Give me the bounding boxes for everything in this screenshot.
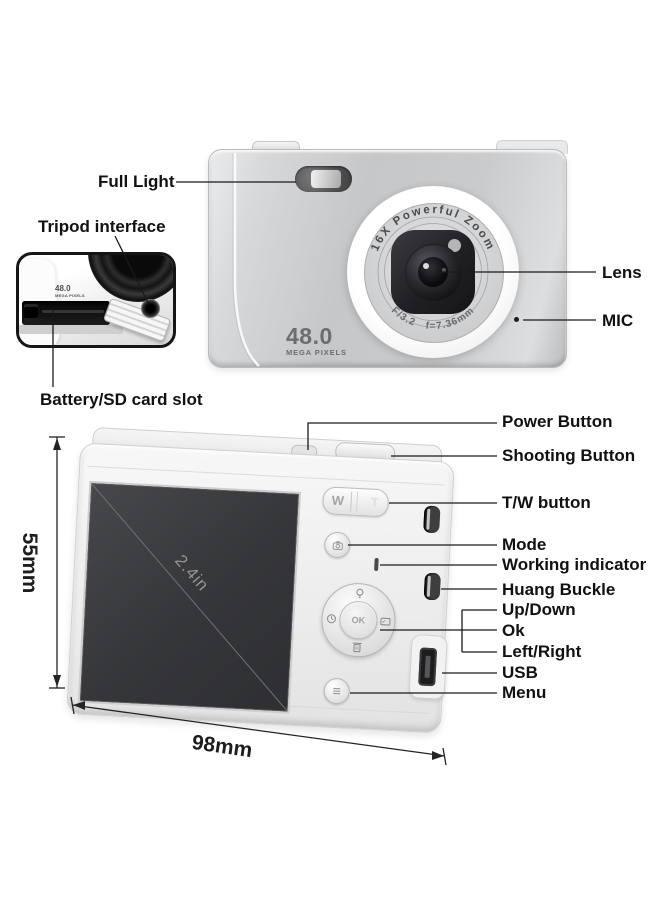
dimension-width: 98mm bbox=[190, 730, 254, 763]
dpad: OK bbox=[319, 581, 398, 660]
inset-megapixels-caption: MEGA PIXELS bbox=[55, 293, 85, 298]
timer-icon bbox=[326, 614, 337, 624]
lcd-screen: 2.4in bbox=[77, 480, 302, 714]
label-tripod-interface: Tripod interface bbox=[38, 217, 166, 236]
tw-zoom-rocker: W T bbox=[321, 486, 390, 518]
grip-seam bbox=[233, 153, 260, 367]
label-huang-buckle: Huang Buckle bbox=[502, 580, 616, 599]
label-mic: MIC bbox=[602, 311, 634, 330]
width-tick-right bbox=[442, 747, 447, 766]
menu-icon bbox=[333, 687, 341, 695]
flash-full-light bbox=[295, 166, 352, 192]
mode-icon bbox=[332, 540, 343, 550]
screen-diagonal bbox=[90, 482, 288, 712]
bottom-view-inset: 48.0 MEGA PIXELS bbox=[16, 252, 176, 348]
lens-highlight-2 bbox=[442, 268, 446, 272]
display-playback-icon bbox=[380, 617, 391, 626]
label-usb: USB bbox=[502, 663, 538, 682]
zoom-w-label: W bbox=[331, 492, 345, 509]
label-tw-button: T/W button bbox=[502, 493, 591, 512]
label-lens: Lens bbox=[602, 263, 642, 282]
camera-front-view: 16X Powerful Zoom F/3.2 f=7.36mm 48.0 ME… bbox=[208, 140, 568, 368]
trash-delete-icon bbox=[352, 642, 362, 653]
label-shooting-button: Shooting Button bbox=[502, 446, 636, 465]
label-mode: Mode bbox=[502, 535, 547, 554]
label-up-down: Up/Down bbox=[502, 600, 576, 619]
inset-bottom-edge bbox=[19, 325, 123, 334]
arrow-right bbox=[432, 751, 444, 760]
usb-panel bbox=[408, 633, 448, 700]
camera-back-view: 2.4in W T bbox=[66, 427, 455, 734]
label-ok: Ok bbox=[502, 621, 525, 640]
label-power-button: Power Button bbox=[502, 412, 613, 431]
strap-buckle-slot-bottom bbox=[423, 572, 442, 601]
arrow-down bbox=[53, 675, 61, 687]
label-working-indicator: Working indicator bbox=[502, 555, 647, 574]
ok-button: OK bbox=[338, 600, 379, 641]
megapixels-caption: MEGA PIXELS bbox=[286, 347, 347, 357]
label-battery-sd-card-slot: Battery/SD card slot bbox=[40, 390, 203, 409]
menu-button bbox=[323, 677, 351, 705]
tripod-screw-hole bbox=[141, 299, 160, 318]
grip-seam-shadow bbox=[232, 153, 257, 367]
inset-megapixels-value: 48.0 bbox=[55, 284, 71, 293]
mode-button bbox=[323, 531, 352, 559]
usb-port bbox=[418, 647, 438, 687]
working-indicator-led bbox=[374, 557, 379, 572]
screen-size-label: 2.4in bbox=[171, 551, 213, 596]
arrow-up bbox=[53, 438, 61, 450]
dimension-height: 55mm bbox=[18, 532, 41, 594]
megapixels-value: 48.0 bbox=[286, 323, 333, 349]
inset-megapixels: 48.0 MEGA PIXELS bbox=[55, 284, 85, 299]
megapixels-badge: 48.0 MEGA PIXELS bbox=[286, 323, 347, 357]
rocker-divider bbox=[350, 491, 353, 512]
usb-tongue bbox=[424, 655, 431, 678]
battery-door-open bbox=[102, 297, 172, 343]
flash-window bbox=[311, 170, 341, 188]
label-menu: Menu bbox=[502, 683, 547, 702]
label-full-light: Full Light bbox=[98, 172, 175, 191]
lens-assembly: 16X Powerful Zoom F/3.2 f=7.36mm bbox=[347, 186, 519, 358]
mic-hole bbox=[514, 317, 519, 322]
lens-aperture bbox=[418, 257, 448, 287]
zoom-t-label: T bbox=[370, 494, 380, 511]
flash-bulb-icon bbox=[356, 588, 364, 599]
strap-buckle-slot-top bbox=[423, 505, 441, 534]
battery-sd-slot bbox=[22, 301, 110, 325]
inset-lens-barrel bbox=[88, 255, 173, 302]
label-left-right: Left/Right bbox=[502, 642, 582, 661]
lens-highlight bbox=[423, 263, 429, 269]
